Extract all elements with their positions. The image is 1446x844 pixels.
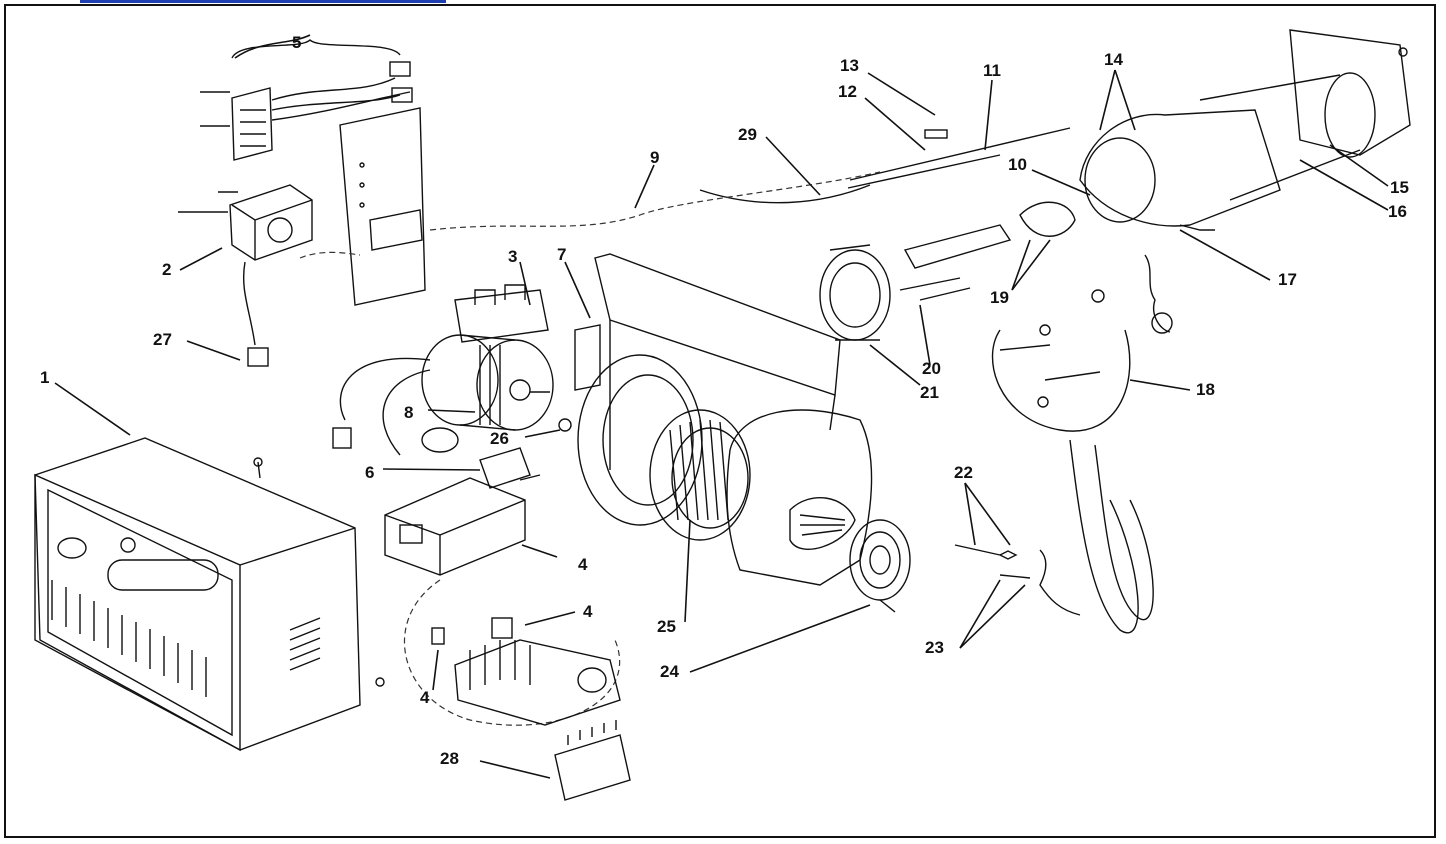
fan-housing — [558, 253, 841, 526]
callout-10: 10 — [1008, 155, 1027, 174]
top-link-bar[interactable] — [80, 0, 446, 3]
callout-26: 26 — [490, 429, 509, 448]
mounting-flange — [819, 244, 891, 341]
nozzle-fittings — [954, 439, 1154, 634]
callout-4a: 4 — [578, 555, 588, 574]
callout-18: 18 — [1196, 380, 1215, 399]
housing-cover — [34, 437, 385, 752]
callout-2: 2 — [162, 260, 171, 279]
volute-housing — [726, 409, 873, 586]
electrode-assembly — [899, 201, 1076, 301]
wiring-harness — [200, 39, 413, 161]
mounting-plate — [339, 107, 426, 306]
callout-4b: 4 — [583, 602, 593, 621]
callout-labels: 1 2 3 4 4 4 5 6 7 8 9 10 11 12 13 14 15 … — [40, 33, 1409, 768]
callout-19: 19 — [990, 288, 1009, 307]
callout-9: 9 — [650, 148, 659, 167]
callout-24: 24 — [660, 662, 679, 681]
blast-tube — [1079, 29, 1411, 227]
electrode-rods — [847, 127, 1071, 189]
control-socket-base — [431, 617, 621, 726]
callout-3: 3 — [508, 247, 517, 266]
callout-14: 14 — [1104, 50, 1123, 69]
nozzle-holder — [1144, 224, 1215, 334]
callout-15: 15 — [1390, 178, 1409, 197]
diagram-border — [4, 4, 1436, 838]
fan-wheel — [649, 409, 751, 541]
callout-7: 7 — [557, 245, 566, 264]
ignition-transformer — [178, 184, 313, 367]
capacitor — [421, 427, 541, 489]
callout-1: 1 — [40, 368, 49, 387]
linkage-detail — [991, 289, 1131, 432]
motor — [332, 334, 554, 456]
callout-6: 6 — [365, 463, 374, 482]
callout-11: 11 — [983, 61, 1001, 80]
air-damper-disc — [849, 519, 911, 613]
ignition-cables — [299, 171, 881, 259]
plug-connector — [554, 720, 631, 801]
callout-17: 17 — [1278, 270, 1297, 289]
callout-20: 20 — [922, 359, 941, 378]
callout-8: 8 — [404, 403, 413, 422]
callout-23: 23 — [925, 638, 944, 657]
callout-13: 13 — [840, 56, 859, 75]
callout-29: 29 — [738, 125, 757, 144]
bracket — [454, 284, 549, 343]
callout-25: 25 — [657, 617, 676, 636]
callout-27: 27 — [153, 330, 172, 349]
control-box — [384, 477, 621, 726]
callout-16: 16 — [1388, 202, 1407, 221]
callout-4c: 4 — [420, 688, 430, 707]
callout-28: 28 — [440, 749, 459, 768]
leader-lines — [54, 34, 1389, 779]
callout-5: 5 — [292, 33, 301, 52]
callout-12: 12 — [838, 82, 857, 101]
callout-21: 21 — [920, 383, 939, 402]
callout-22: 22 — [954, 463, 973, 482]
